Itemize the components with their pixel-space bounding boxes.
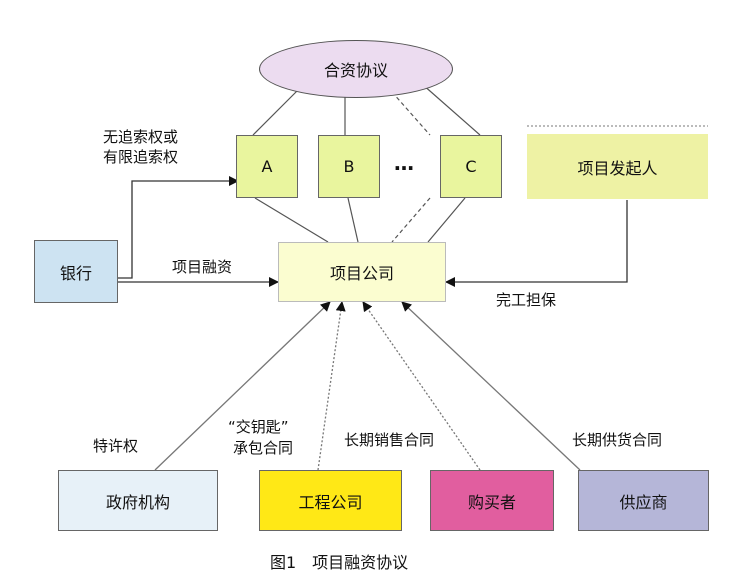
party-b-box: B bbox=[318, 135, 380, 198]
sales-contract-label: 长期销售合同 bbox=[344, 431, 435, 449]
party-ellipsis: … bbox=[394, 151, 414, 175]
supplier-label: 供应商 bbox=[619, 492, 668, 512]
recourse-label-line2: 有限追索权 bbox=[103, 148, 179, 166]
franchise-arrow bbox=[154, 301, 331, 471]
bank-box: 银行 bbox=[34, 240, 118, 303]
completion-guarantee-label: 完工担保 bbox=[496, 291, 557, 309]
party-c-box: C bbox=[440, 135, 502, 198]
supply-contract-label: 长期供货合同 bbox=[572, 431, 663, 449]
joint-venture-links bbox=[252, 83, 481, 136]
government-label: 政府机构 bbox=[105, 492, 170, 512]
completion-arrow bbox=[445, 200, 628, 287]
buyer-box: 购买者 bbox=[430, 470, 554, 531]
shareholder-links bbox=[254, 197, 466, 243]
party-b-label: B bbox=[343, 157, 355, 176]
engineering-company-box: 工程公司 bbox=[259, 470, 402, 531]
supply-arrow bbox=[401, 301, 581, 471]
government-box: 政府机构 bbox=[58, 470, 218, 531]
turnkey-label-line2: 承包合同 bbox=[233, 439, 294, 457]
project-sponsor-label: 项目发起人 bbox=[577, 158, 658, 178]
project-sponsor-box: 项目发起人 bbox=[527, 134, 708, 199]
figure-caption: 图1 项目融资协议 bbox=[270, 553, 409, 572]
engineering-company-label: 工程公司 bbox=[298, 492, 363, 512]
supplier-box: 供应商 bbox=[578, 470, 709, 531]
party-a-box: A bbox=[236, 135, 298, 198]
party-a-label: A bbox=[261, 157, 273, 176]
bank-label: 银行 bbox=[59, 263, 92, 283]
joint-venture-ellipse: 合资协议 bbox=[259, 40, 453, 98]
project-company-box: 项目公司 bbox=[278, 242, 446, 302]
buyer-label: 购买者 bbox=[467, 492, 516, 512]
financing-label: 项目融资 bbox=[172, 258, 233, 276]
recourse-label-line1: 无追索权或 bbox=[103, 128, 179, 146]
turnkey-arrow bbox=[317, 301, 346, 471]
joint-venture-label: 合资协议 bbox=[323, 61, 388, 80]
franchise-label: 特许权 bbox=[93, 437, 139, 455]
turnkey-label-line1: “交钥匙” bbox=[228, 418, 289, 436]
party-c-label: C bbox=[465, 157, 477, 176]
project-company-label: 项目公司 bbox=[329, 264, 394, 283]
recourse-arrow bbox=[118, 176, 239, 279]
